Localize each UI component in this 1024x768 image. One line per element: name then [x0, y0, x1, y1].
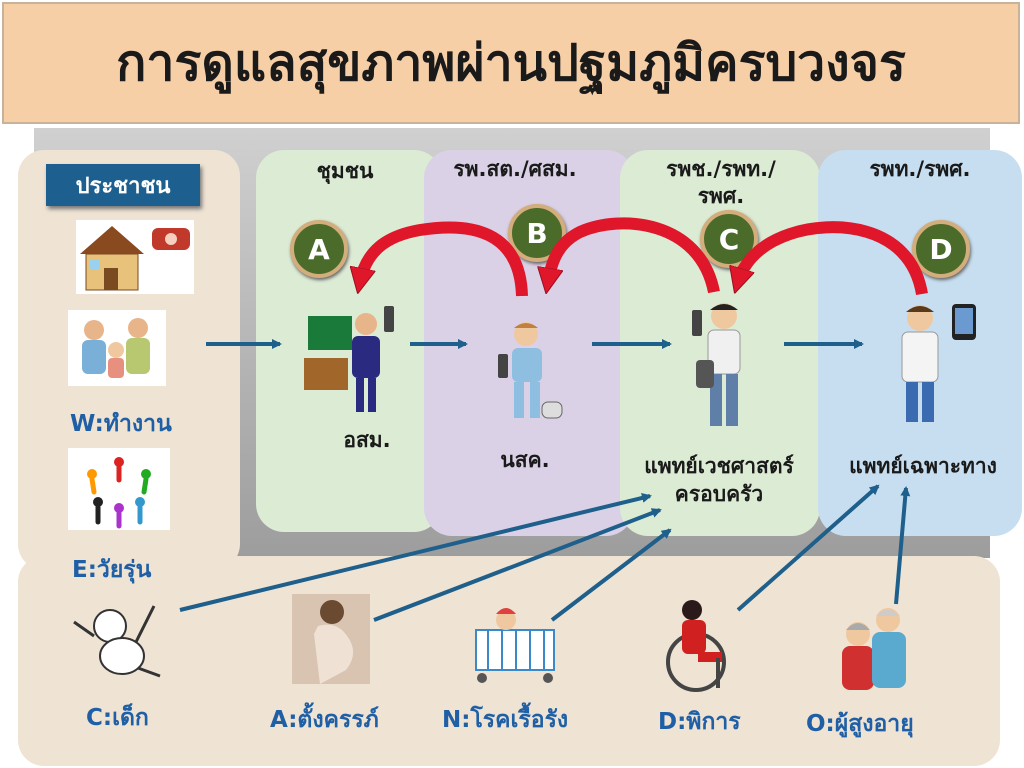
page-title: การดูแลสุขภาพผ่านปฐมภูมิครบวงจร: [116, 33, 906, 92]
column-label-b: รพ.สต./ศสม.: [453, 157, 577, 181]
title-banner: การดูแลสุขภาพผ่านปฐมภูมิครบวงจร: [2, 2, 1020, 124]
arrow-pregnant: [373, 508, 662, 622]
label-chronic: N:โรคเรื้อรัง: [442, 707, 569, 733]
label-specialist: แพทย์เฉพาะทาง: [849, 454, 997, 478]
arrow-elderly: [894, 486, 911, 605]
house-phone-icon: [76, 220, 194, 294]
family-icon: [68, 310, 166, 386]
family-doctor-figure-icon: [692, 303, 741, 426]
red-arrow-b-to-a: [360, 221, 528, 297]
teens-circle-icon: [68, 448, 170, 530]
pregnant-woman-icon: [292, 594, 370, 684]
label-family-doctor: แพทย์เวชศาสตร์ ครอบครัว: [622, 452, 816, 508]
label-pregnant: A:ตั้งครรภ์: [270, 707, 379, 733]
level-a-badge: A: [290, 220, 348, 278]
label-village-volunteer: อสม.: [343, 428, 391, 452]
arrow-chronic: [550, 528, 672, 622]
wheelchair-user-icon: [666, 600, 726, 692]
column-label-a: ชุมชน: [316, 159, 374, 183]
volunteer-figure-icon: [304, 306, 394, 412]
elderly-couple-icon: [842, 608, 906, 690]
label-family-doctor-line1: แพทย์เวชศาสตร์: [644, 454, 794, 478]
label-disabled: D:พิการ: [658, 709, 741, 735]
column-label-d: รพท./รพศ.: [869, 157, 971, 181]
column-label-c-line1: รพช./รพท./: [666, 157, 776, 181]
arrow-disabled: [736, 484, 880, 612]
label-family-doctor-line2: ครอบครัว: [674, 482, 764, 506]
label-nurse: นสค.: [500, 448, 550, 472]
label-teen: E:วัยรุ่น: [72, 557, 152, 583]
patient-bed-icon: [475, 608, 555, 683]
people-badge: ประชาชน: [46, 164, 200, 206]
specialist-figure-icon: [901, 304, 976, 422]
column-label-c-line2: รพศ.: [697, 184, 745, 208]
red-arrow-c-to-b: [548, 217, 720, 292]
nurse-figure-icon: [498, 322, 563, 419]
label-elderly: O:ผู้สูงอายุ: [806, 711, 914, 737]
label-work: W:ทำงาน: [70, 411, 172, 437]
arrow-child: [179, 493, 652, 612]
level-d-badge: D: [912, 220, 970, 278]
column-label-c: รพช./รพท./ รพศ.: [636, 156, 806, 210]
label-child: C:เด็ก: [86, 705, 149, 731]
red-arrow-d-to-c: [738, 221, 928, 296]
baby-icon: [73, 605, 161, 678]
